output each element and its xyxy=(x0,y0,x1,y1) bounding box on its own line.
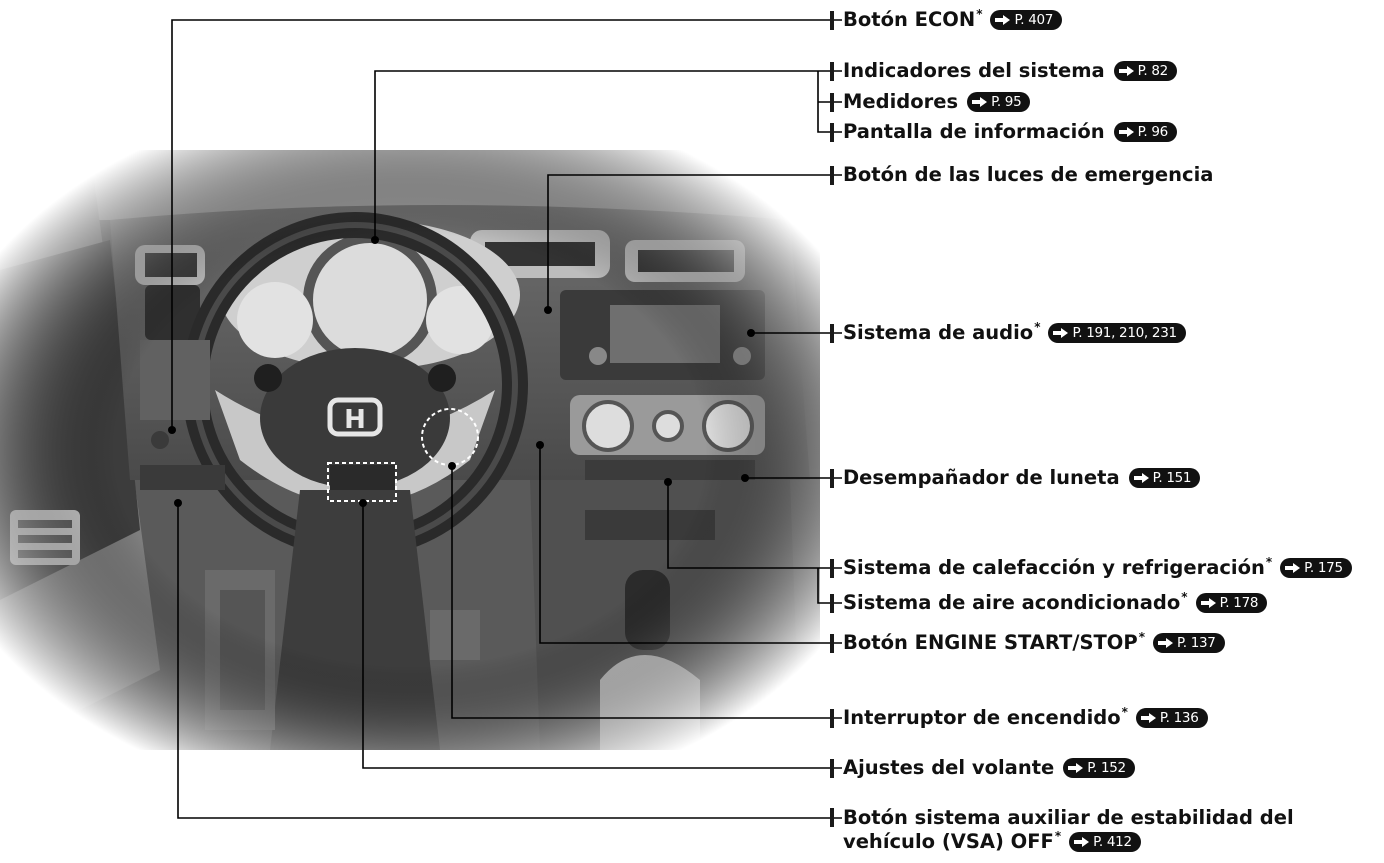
arrow-right-icon xyxy=(1157,638,1173,648)
arrow-right-icon xyxy=(1133,473,1149,483)
page-ref-text: P. 191, 210, 231 xyxy=(1072,325,1177,341)
page-ref-defroster[interactable]: P. 151 xyxy=(1128,468,1201,488)
label-ignition: Interruptor de encendido* P. 136 xyxy=(830,705,1208,730)
arrow-right-icon xyxy=(1074,837,1090,847)
dashboard-illustration: H xyxy=(0,150,820,750)
label-text: Botón de las luces de emergencia xyxy=(843,163,1214,186)
page-ref-vsa-text: P. 412 xyxy=(1093,834,1132,850)
arrow-right-icon xyxy=(1118,66,1134,76)
page-ref-econ[interactable]: P. 407 xyxy=(990,10,1063,30)
label-asterisk: * xyxy=(1265,555,1273,569)
label-text: Desempañador de luneta xyxy=(843,466,1120,489)
label-vsa-line2-row: vehículo (VSA) OFF* P. 412 xyxy=(843,829,1294,854)
label-text: Sistema de audio xyxy=(843,321,1034,344)
label-vsa-line1: Botón sistema auxiliar de estabilidad de… xyxy=(843,806,1294,829)
page-ref-text: P. 152 xyxy=(1087,760,1126,776)
arrow-right-icon xyxy=(1200,598,1216,608)
page-ref-ignition[interactable]: P. 136 xyxy=(1135,708,1208,728)
label-steering-adjust: Ajustes del volante P. 152 xyxy=(830,756,1135,780)
page-ref-text: P. 136 xyxy=(1159,710,1199,726)
page-ref-engine-start[interactable]: P. 137 xyxy=(1152,633,1225,653)
label-vsa-asterisk: * xyxy=(1054,829,1062,843)
label-bar xyxy=(830,61,834,81)
page-ref-text: P. 178 xyxy=(1219,595,1259,611)
label-hazard: Botón de las luces de emergencia xyxy=(830,163,1214,187)
page-ref-text: P. 175 xyxy=(1304,560,1343,576)
page-ref-indicators[interactable]: P. 82 xyxy=(1113,61,1177,81)
label-bar xyxy=(830,558,834,578)
page-ref-vsa[interactable]: P. 412 xyxy=(1069,832,1141,852)
label-defroster: Desempañador de luneta P. 151 xyxy=(830,466,1201,490)
label-bar xyxy=(830,708,834,728)
page-ref-heating[interactable]: P. 175 xyxy=(1280,558,1352,578)
page-ref-text: P. 82 xyxy=(1137,63,1169,79)
label-text: Medidores xyxy=(843,90,959,113)
arrow-right-icon xyxy=(1068,763,1084,773)
label-text: Interruptor de encendido xyxy=(843,706,1121,729)
label-vsa: Botón sistema auxiliar de estabilidad de… xyxy=(830,806,1294,854)
label-text: Sistema de calefacción y refrigeración xyxy=(843,556,1265,579)
page-ref-info-display[interactable]: P. 96 xyxy=(1113,122,1177,142)
page-ref-steering-adjust[interactable]: P. 152 xyxy=(1063,758,1135,778)
label-bar xyxy=(830,10,834,30)
label-text: Botón ECON xyxy=(843,8,976,31)
label-bar xyxy=(830,758,834,778)
label-engine-start: Botón ENGINE START/STOP* P. 137 xyxy=(830,630,1225,655)
label-vsa-lines: Botón sistema auxiliar de estabilidad de… xyxy=(843,806,1294,854)
arrow-right-icon xyxy=(1053,328,1069,338)
label-text: Ajustes del volante xyxy=(843,756,1055,779)
arrow-right-icon xyxy=(1140,713,1156,723)
label-bar xyxy=(830,92,834,112)
label-heating: Sistema de calefacción y refrigeración* P… xyxy=(830,555,1352,580)
label-text: Pantalla de información xyxy=(843,120,1105,143)
label-info-display: Pantalla de información P. 96 xyxy=(830,120,1177,144)
label-asterisk: * xyxy=(1121,705,1128,719)
label-asterisk: * xyxy=(1138,630,1145,644)
arrow-right-icon xyxy=(1285,563,1301,573)
page-ref-gauges[interactable]: P. 95 xyxy=(967,92,1031,112)
label-vsa-line2: vehículo (VSA) OFF xyxy=(843,830,1054,853)
label-ac: Sistema de aire acondicionado* P. 178 xyxy=(830,590,1268,615)
page-ref-text: P. 137 xyxy=(1176,635,1216,651)
label-text: Sistema de aire acondicionado xyxy=(843,591,1181,614)
label-text: Indicadores del sistema xyxy=(843,59,1105,82)
page-ref-ac[interactable]: P. 178 xyxy=(1195,593,1268,613)
arrow-right-icon xyxy=(995,15,1011,25)
arrow-right-icon xyxy=(972,97,988,107)
label-bar xyxy=(830,808,834,827)
label-bar xyxy=(830,633,834,653)
arrow-right-icon xyxy=(1118,127,1134,137)
page-ref-audio[interactable]: P. 191, 210, 231 xyxy=(1048,323,1186,343)
label-asterisk: * xyxy=(1034,320,1041,334)
label-gauges: Medidores P. 95 xyxy=(830,90,1031,114)
label-bar xyxy=(830,165,834,185)
page-ref-text: P. 95 xyxy=(991,94,1022,110)
label-econ: Botón ECON* P. 407 xyxy=(830,7,1063,32)
label-bar xyxy=(830,468,834,488)
label-audio: Sistema de audio* P. 191, 210, 231 xyxy=(830,320,1186,345)
page-ref-text: P. 151 xyxy=(1152,470,1192,486)
label-bar xyxy=(830,323,834,343)
label-bar xyxy=(830,122,834,142)
label-indicators: Indicadores del sistema P. 82 xyxy=(830,59,1177,83)
label-bar xyxy=(830,593,834,613)
label-asterisk: * xyxy=(976,7,983,21)
label-text: Botón ENGINE START/STOP xyxy=(843,631,1138,654)
page-ref-text: P. 96 xyxy=(1137,124,1169,140)
label-asterisk: * xyxy=(1181,590,1188,604)
page-ref-text: P. 407 xyxy=(1014,12,1054,28)
